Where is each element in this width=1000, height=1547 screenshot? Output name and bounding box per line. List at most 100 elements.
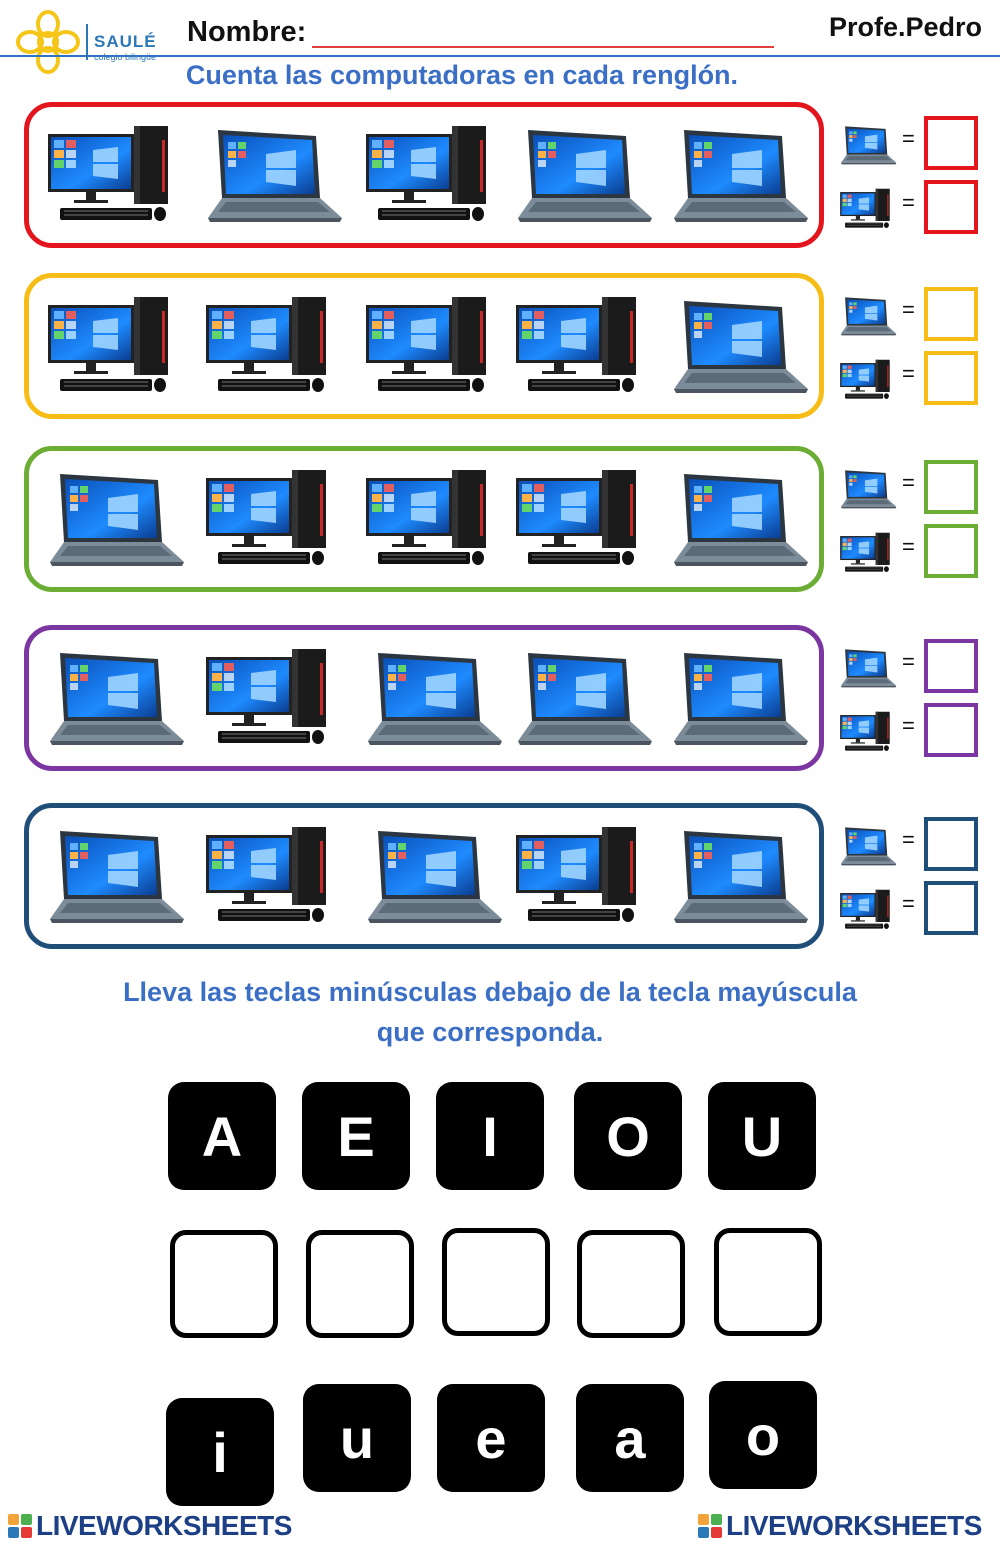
- desktop-count-input[interactable]: [924, 524, 978, 578]
- laptop-computer: [506, 643, 656, 753]
- laptop-computer: [38, 821, 188, 931]
- desktop-computer: [506, 464, 656, 574]
- laptop-computer: [662, 291, 812, 401]
- laptop-icon: [356, 643, 506, 753]
- laptop-computer: [506, 120, 656, 230]
- laptop-icon: [836, 122, 898, 168]
- footer-brand-right-text: LIVEWORKSHEETS: [726, 1510, 982, 1541]
- lowercase-key-i[interactable]: i: [166, 1398, 274, 1506]
- drop-slot-5[interactable]: [714, 1228, 822, 1336]
- laptop-icon: [836, 645, 898, 691]
- desktop-computer: [506, 291, 656, 401]
- desktop-computer: [38, 120, 188, 230]
- laptop-count-input[interactable]: [924, 817, 978, 871]
- laptop-count-input[interactable]: [924, 287, 978, 341]
- tally-row-5: ==: [836, 817, 986, 947]
- tally-desktop: =: [836, 524, 986, 580]
- laptop-icon: [38, 643, 188, 753]
- tally-desktop: =: [836, 703, 986, 759]
- laptop-icon: [662, 643, 812, 753]
- desktop-icon: [196, 821, 346, 931]
- desktop-icon: [836, 887, 898, 933]
- uppercase-key-a: A: [168, 1082, 276, 1190]
- lowercase-key-u[interactable]: u: [303, 1384, 411, 1492]
- laptop-computer: [356, 643, 506, 753]
- desktop-icon: [836, 530, 898, 576]
- uppercase-key-u: U: [708, 1082, 816, 1190]
- tally-desktop: =: [836, 180, 986, 236]
- desktop-computer: [196, 464, 346, 574]
- laptop-count-input[interactable]: [924, 460, 978, 514]
- lowercase-key-e[interactable]: e: [437, 1384, 545, 1492]
- desktop-count-input[interactable]: [924, 881, 978, 935]
- desktop-icon: [38, 291, 188, 401]
- header-divider: [0, 55, 1000, 57]
- name-input-line[interactable]: [312, 46, 774, 48]
- row-3-box: [24, 446, 824, 592]
- laptop-computer: [662, 120, 812, 230]
- row-1-box: [24, 102, 824, 248]
- brand-name: SAULÉ: [94, 32, 157, 51]
- desktop-computer: [196, 291, 346, 401]
- liveworksheets-icon: [698, 1514, 722, 1538]
- laptop-icon: [196, 120, 346, 230]
- uppercase-key-i: I: [436, 1082, 544, 1190]
- laptop-icon: [356, 821, 506, 931]
- laptop-count-input[interactable]: [924, 116, 978, 170]
- tally-laptop: =: [836, 116, 986, 172]
- equals-sign: =: [902, 713, 915, 738]
- row-5-box: [24, 803, 824, 949]
- desktop-icon: [506, 291, 656, 401]
- laptop-icon: [836, 466, 898, 512]
- footer-brand-left: LIVEWORKSHEETS: [8, 1510, 292, 1542]
- match-instruction: Lleva las teclas minúsculas debajo de la…: [0, 972, 980, 1052]
- laptop-icon: [38, 821, 188, 931]
- tally-row-4: ==: [836, 639, 986, 769]
- flower-logo-icon: [16, 10, 80, 74]
- laptop-icon: [836, 293, 898, 339]
- tally-row-2: ==: [836, 287, 986, 417]
- drop-slot-2[interactable]: [306, 1230, 414, 1338]
- desktop-icon: [506, 464, 656, 574]
- desktop-count-input[interactable]: [924, 703, 978, 757]
- tally-desktop: =: [836, 881, 986, 937]
- desktop-computer: [356, 120, 506, 230]
- uppercase-key-o: O: [574, 1082, 682, 1190]
- laptop-computer: [38, 643, 188, 753]
- tally-row-1: ==: [836, 116, 986, 246]
- logo-divider: [86, 24, 88, 60]
- tally-laptop: =: [836, 460, 986, 516]
- tally-laptop: =: [836, 287, 986, 343]
- desktop-computer: [38, 291, 188, 401]
- laptop-icon: [662, 291, 812, 401]
- desktop-icon: [196, 291, 346, 401]
- drop-slot-4[interactable]: [577, 1230, 685, 1338]
- lowercase-key-o[interactable]: o: [709, 1381, 817, 1489]
- desktop-computer: [196, 821, 346, 931]
- equals-sign: =: [902, 126, 915, 151]
- laptop-computer: [662, 464, 812, 574]
- desktop-icon: [38, 120, 188, 230]
- laptop-count-input[interactable]: [924, 639, 978, 693]
- lowercase-key-a[interactable]: a: [576, 1384, 684, 1492]
- row-2-box: [24, 273, 824, 419]
- equals-sign: =: [902, 827, 915, 852]
- desktop-count-input[interactable]: [924, 351, 978, 405]
- desktop-icon: [836, 357, 898, 403]
- laptop-icon: [506, 120, 656, 230]
- equals-sign: =: [902, 297, 915, 322]
- desktop-count-input[interactable]: [924, 180, 978, 234]
- equals-sign: =: [902, 190, 915, 215]
- drop-slot-3[interactable]: [442, 1228, 550, 1336]
- drop-slot-1[interactable]: [170, 1230, 278, 1338]
- name-label: Nombre:: [187, 16, 307, 48]
- laptop-icon: [662, 464, 812, 574]
- desktop-icon: [506, 821, 656, 931]
- laptop-computer: [38, 464, 188, 574]
- laptop-computer: [356, 821, 506, 931]
- laptop-computer: [196, 120, 346, 230]
- laptop-computer: [662, 643, 812, 753]
- desktop-computer: [356, 464, 506, 574]
- footer-brand-left-text: LIVEWORKSHEETS: [36, 1510, 292, 1541]
- liveworksheets-icon: [8, 1514, 32, 1538]
